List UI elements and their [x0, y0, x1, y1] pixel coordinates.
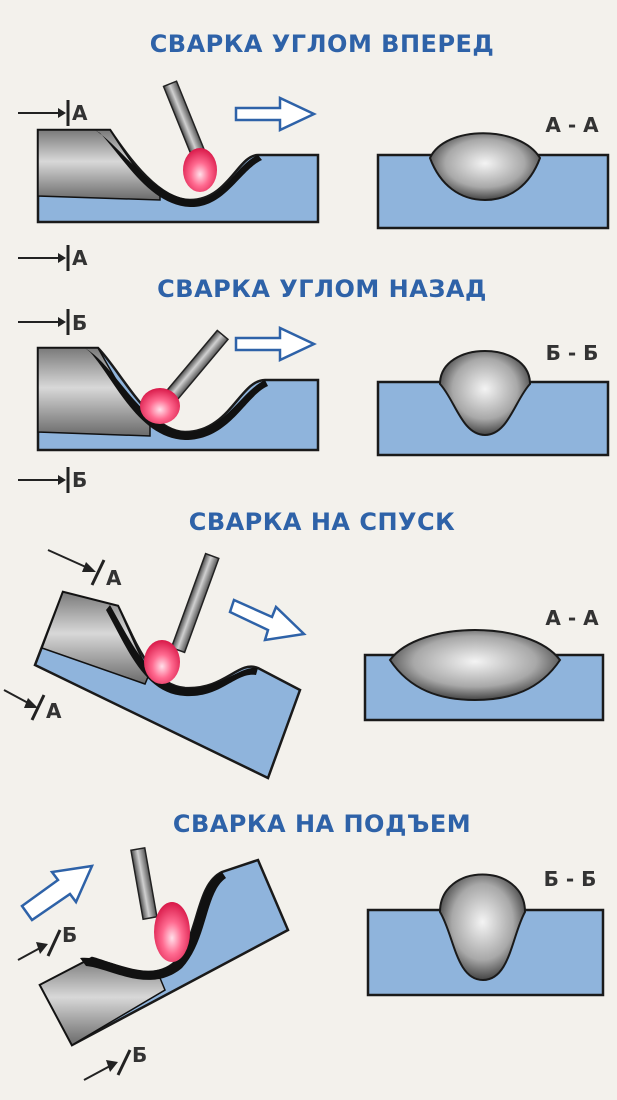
cut-mark-bottom: Б — [18, 467, 87, 493]
cut-mark-bottom: Б — [83, 1043, 147, 1081]
electrode — [144, 552, 220, 684]
section-1: СВАРКА УГЛОМ ВПЕРЕД А А А — [18, 30, 610, 271]
cut-mark-top: Б — [17, 923, 77, 961]
section-3: СВАРКА НА СПУСК А А А - А — [3, 508, 605, 780]
cross-section: А - А — [376, 113, 610, 230]
flame — [144, 640, 180, 684]
cut-label: А — [46, 699, 62, 723]
weld-bead — [438, 873, 527, 982]
section-title: СВАРКА УГЛОМ НАЗАД — [157, 275, 487, 303]
cut-label: А — [106, 566, 122, 590]
direction-arrow — [228, 598, 307, 642]
section-title: СВАРКА УГЛОМ ВПЕРЕД — [150, 30, 495, 58]
flame — [183, 148, 217, 192]
cut-label: Б — [132, 1043, 147, 1067]
section-label: А - А — [545, 606, 599, 630]
workpiece-left — [38, 858, 290, 1047]
cross-section: Б - Б — [376, 341, 610, 457]
section-label: Б - Б — [546, 341, 599, 365]
section-4: СВАРКА НА ПОДЪЕМ Б Б Б - Б — [17, 810, 605, 1081]
electrode — [130, 846, 190, 962]
direction-arrow — [20, 864, 95, 922]
workpiece-left — [36, 128, 320, 224]
flame — [154, 902, 190, 962]
section-title: СВАРКА НА ПОДЪЕМ — [173, 810, 471, 838]
cut-label: Б — [62, 923, 77, 947]
direction-arrow — [234, 96, 317, 132]
cut-mark-top: А — [18, 100, 88, 126]
cut-label: А — [72, 101, 88, 125]
section-label: Б - Б — [544, 867, 597, 891]
cut-label: Б — [72, 468, 87, 492]
workpiece-left — [33, 590, 302, 780]
electrode — [162, 80, 217, 192]
cut-label: Б — [72, 311, 87, 335]
cut-mark-bottom: А — [18, 245, 88, 271]
weld-bead — [388, 629, 562, 702]
cut-mark-top: Б — [18, 309, 87, 335]
cut-label: А — [72, 246, 88, 270]
cross-section: Б - Б — [366, 867, 605, 997]
flame — [140, 388, 180, 424]
section-2: СВАРКА УГЛОМ НАЗАД Б Б Б - Б — [18, 275, 610, 493]
cross-section: А - А — [363, 606, 605, 722]
weld-bead — [428, 132, 542, 202]
cut-mark-top: А — [47, 549, 122, 590]
weld-bead — [438, 350, 532, 437]
direction-arrow — [234, 326, 317, 362]
electrode — [140, 329, 230, 424]
cut-mark-bottom: А — [3, 689, 62, 723]
section-title: СВАРКА НА СПУСК — [189, 508, 456, 536]
section-label: А - А — [545, 113, 599, 137]
workpiece-left — [36, 346, 320, 452]
